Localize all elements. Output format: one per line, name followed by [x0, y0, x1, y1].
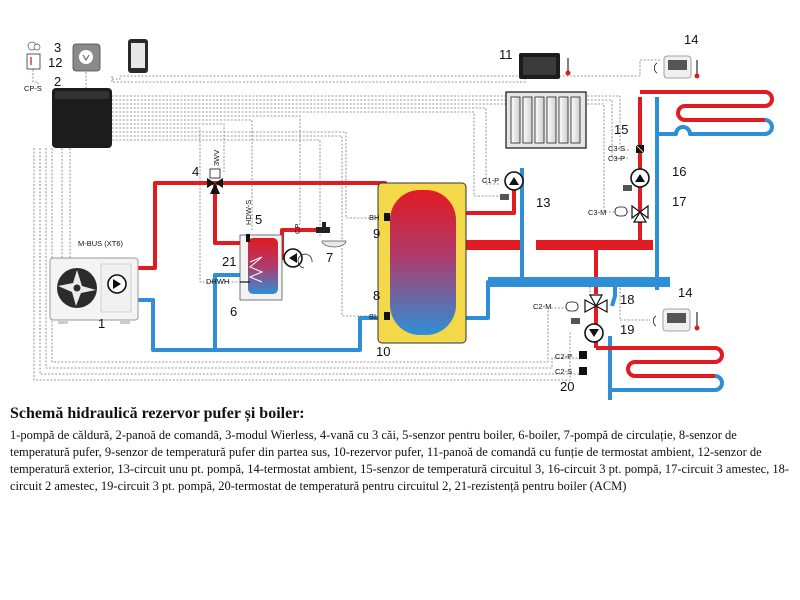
- number-4: 4: [192, 164, 199, 179]
- number-20: 20: [560, 379, 574, 394]
- number-9: 9: [373, 226, 380, 241]
- number-11: 11: [499, 47, 513, 62]
- cold-header: [488, 277, 670, 287]
- label-bl: BL: [369, 312, 378, 321]
- label-c2-s: C2-S: [555, 367, 572, 376]
- label-3wv: 3WV: [212, 150, 221, 166]
- number-1: 1: [98, 316, 105, 331]
- diagram-caption: Schemă hidraulică rezervor pufer și boil…: [10, 405, 795, 495]
- hot-header-left: [465, 240, 520, 250]
- radiator: [505, 91, 587, 149]
- circulation-pump: [283, 248, 313, 269]
- label-m-bus: M-BUS (XT6): [78, 239, 124, 248]
- circuit-3-pump: [623, 168, 650, 191]
- caption-legend: 1-pompă de căldură, 2-panoă de comandă, …: [10, 428, 790, 493]
- buffer-tank: [377, 182, 467, 344]
- hot-header-right: [536, 240, 653, 250]
- number-21: 21: [222, 254, 236, 269]
- number-17: 17: [672, 194, 686, 209]
- label-hdw-s: HDW-S: [244, 200, 253, 225]
- hydraulic-diagram: 1 2 3 4 5 6 7 8 9 10 11 12 13 14 14 15 1…: [24, 32, 774, 400]
- water-tap: [316, 222, 347, 248]
- number-2: 2: [54, 74, 61, 89]
- number-8: 8: [373, 288, 380, 303]
- number-16: 16: [672, 164, 686, 179]
- number-5: 5: [255, 212, 262, 227]
- label-c2-p: C2-P: [555, 352, 572, 361]
- component-labels: CP-S 3WV HDW-S CP DHWH M-BUS (XT6) BH BL…: [24, 84, 625, 376]
- number-7: 7: [326, 250, 333, 265]
- label-cp: CP: [293, 224, 302, 234]
- label-c1-p: C1-P: [482, 176, 499, 185]
- item-numbers: 1 2 3 4 5 6 7 8 9 10 11 12 13 14 14 15 1…: [48, 32, 698, 394]
- wireless-module: [72, 43, 101, 72]
- number-19: 19: [620, 322, 634, 337]
- circuit-2-mixing-valve: [565, 294, 608, 314]
- heat-pump: [49, 257, 139, 324]
- room-control-panel: [519, 53, 571, 79]
- number-10: 10: [376, 344, 390, 359]
- label-c3-m: C3-M: [588, 208, 606, 217]
- number-3: 3: [54, 40, 61, 55]
- number-14-bottom: 14: [678, 285, 692, 300]
- room-thermostat-circuit-2: [652, 308, 700, 332]
- circuit-1-pump: [500, 171, 524, 200]
- number-12: 12: [48, 55, 62, 70]
- number-13: 13: [536, 195, 550, 210]
- circuit-2-pump: [571, 318, 604, 343]
- circuit-3-mixing-valve: [614, 204, 649, 223]
- three-way-valve: [207, 168, 223, 194]
- caption-title: Schemă hidraulică rezervor pufer și boil…: [10, 405, 305, 422]
- number-6: 6: [230, 304, 237, 319]
- label-dhwh: DHWH: [206, 277, 229, 286]
- label-c3-s: C3-S: [608, 144, 625, 153]
- number-15: 15: [614, 122, 628, 137]
- control-panel: [52, 88, 112, 148]
- room-thermostat-circuit-3: [653, 55, 700, 79]
- number-18: 18: [620, 292, 634, 307]
- circuit-3-sensor: [635, 144, 645, 154]
- label-c3-p: C3-P: [608, 154, 625, 163]
- number-14-top: 14: [684, 32, 698, 47]
- outdoor-temperature-sensor: [26, 41, 41, 70]
- smartphone: [128, 39, 148, 73]
- boiler: [239, 234, 283, 301]
- label-c2-m: C2-M: [533, 302, 551, 311]
- circuit-2-sensor: [579, 351, 587, 375]
- label-bh: BH: [369, 213, 379, 222]
- label-cp-s: CP-S: [24, 84, 42, 93]
